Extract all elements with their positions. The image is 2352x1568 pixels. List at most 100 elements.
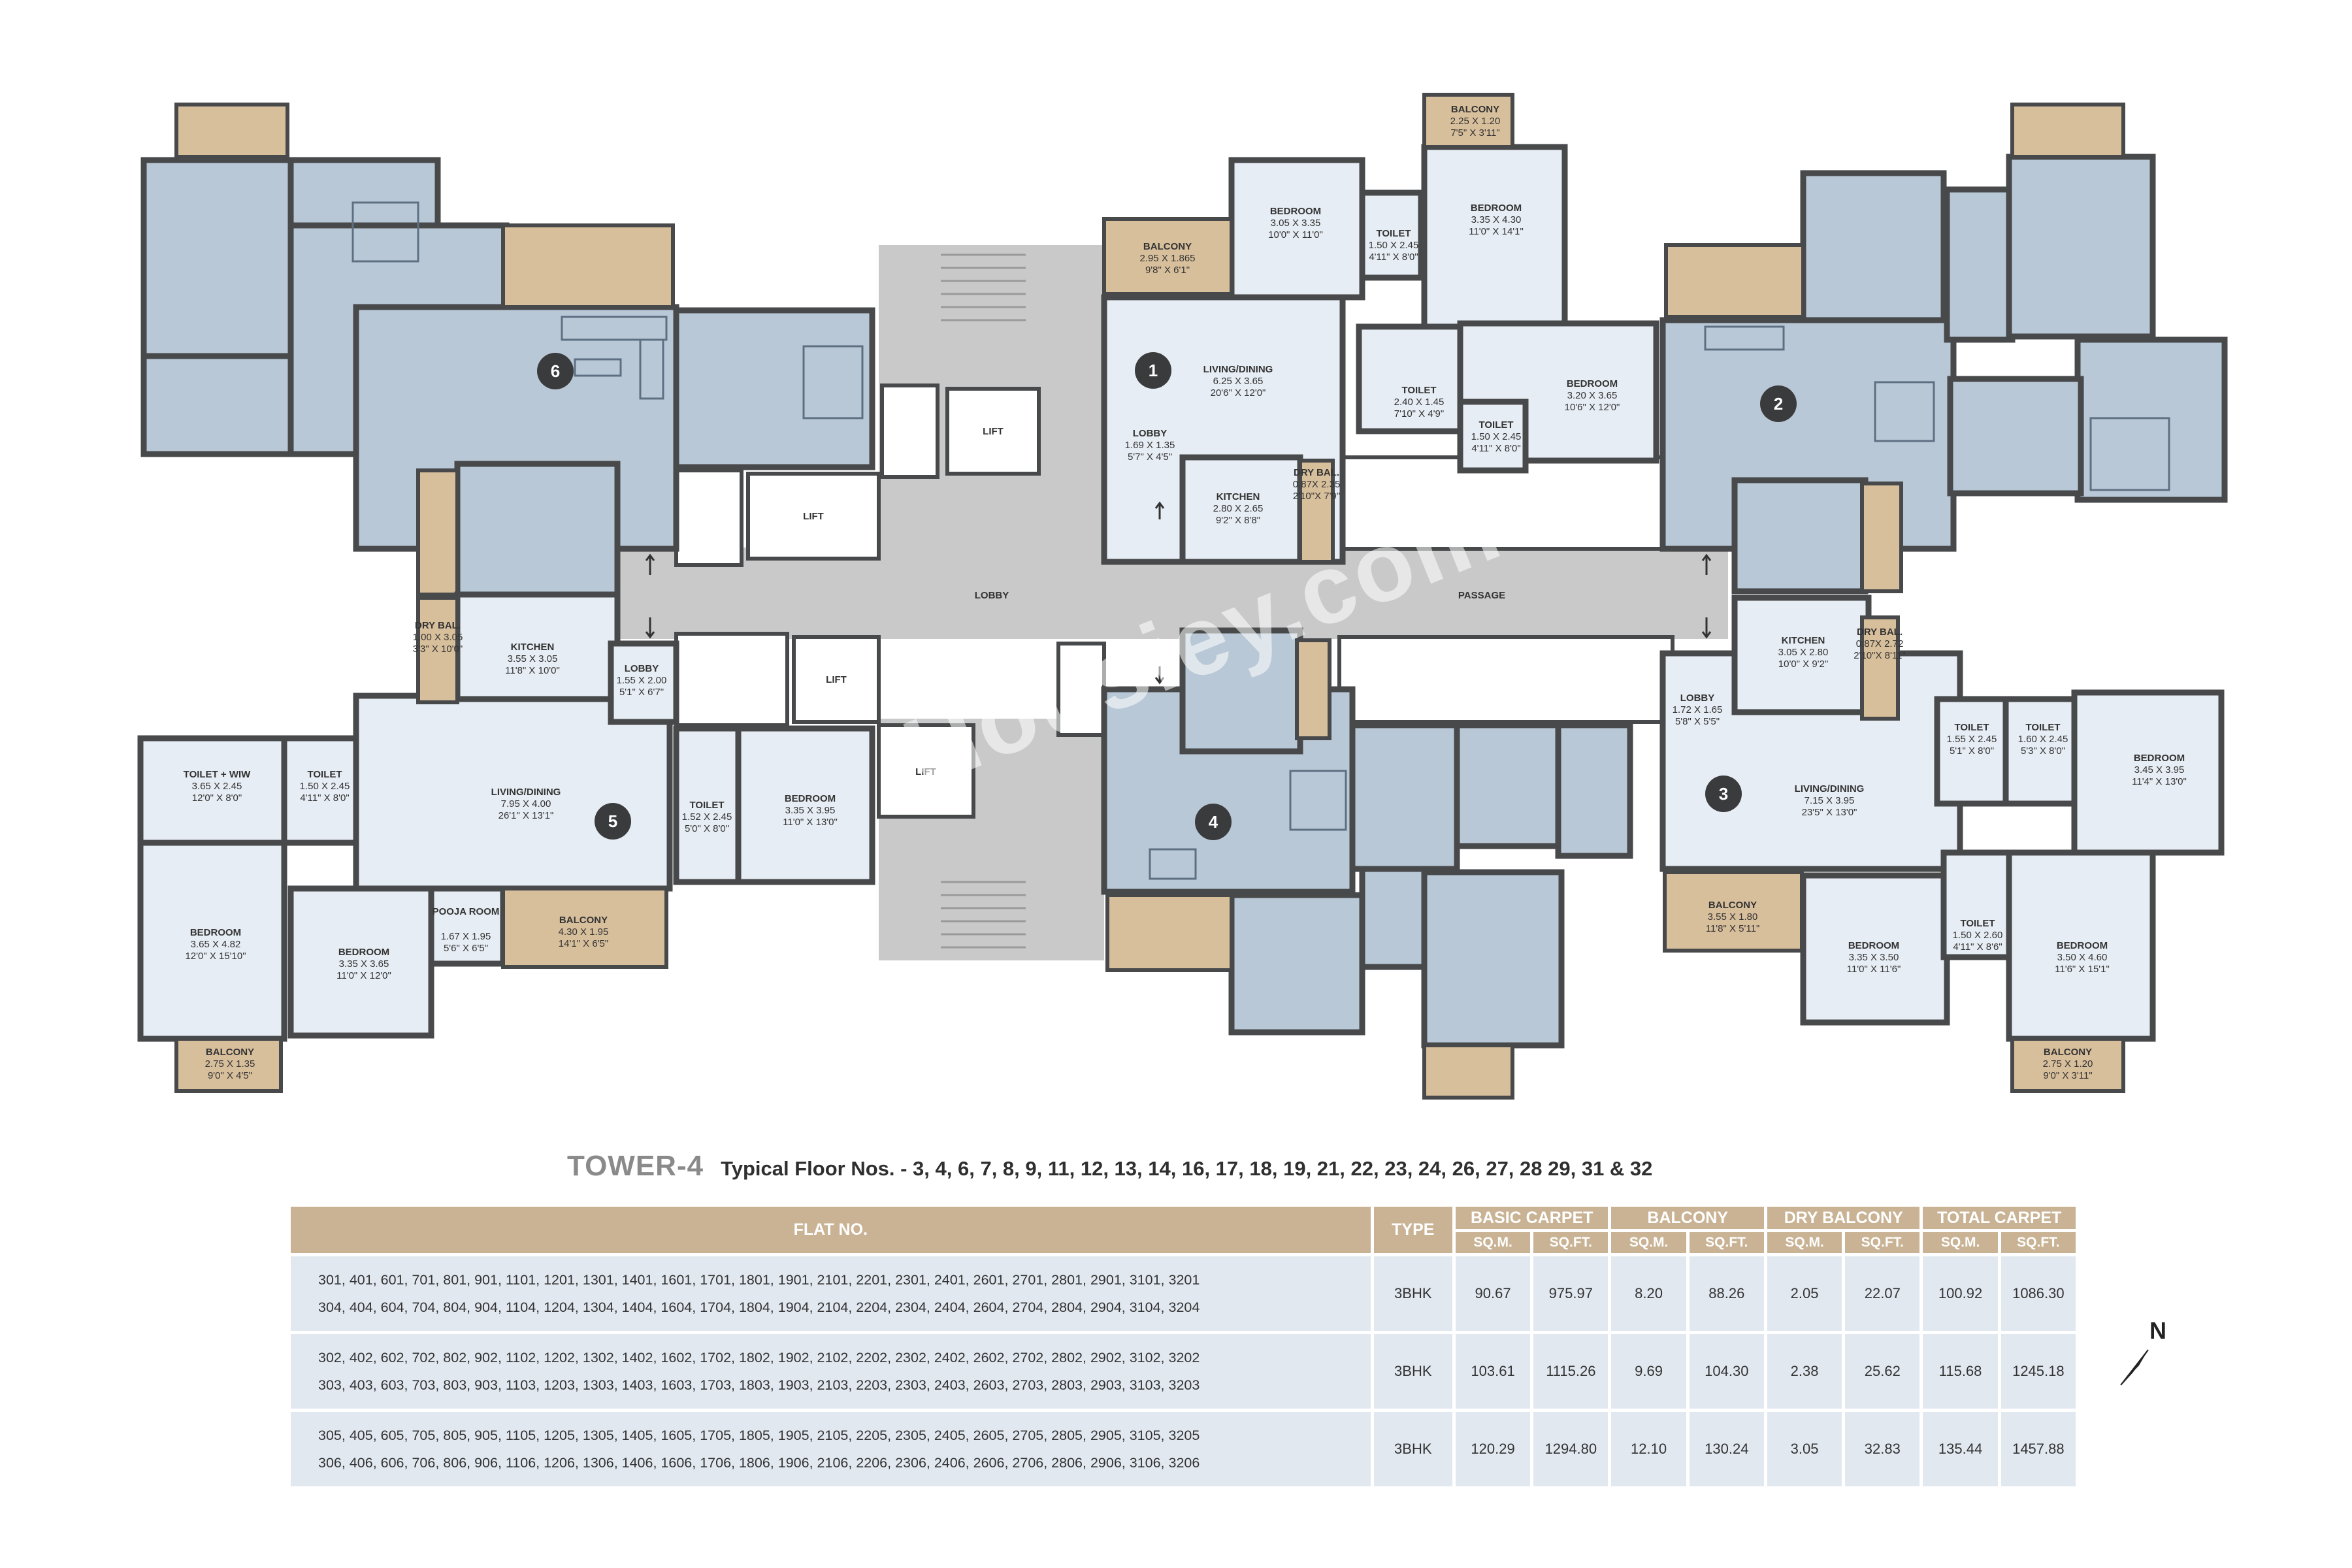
dry-balcony-sqm-cell: 2.38 bbox=[1767, 1334, 1842, 1409]
total-sqft-cell: 1245.18 bbox=[2001, 1334, 2076, 1409]
unit-4-badge bbox=[1195, 804, 1232, 840]
svg-text:3.50 X 4.60: 3.50 X 4.60 bbox=[2057, 952, 2108, 963]
svg-text:1.72 X 1.65: 1.72 X 1.65 bbox=[1673, 704, 1723, 715]
svg-text:7.15 X 3.95: 7.15 X 3.95 bbox=[1805, 795, 1855, 806]
svg-text:TOILET: TOILET bbox=[1954, 722, 1989, 733]
svg-text:LOBBY: LOBBY bbox=[1680, 693, 1715, 704]
unit-4 bbox=[1101, 627, 1633, 1100]
balcony-sqft-cell: 130.24 bbox=[1689, 1412, 1764, 1486]
unit-6-badge bbox=[537, 353, 574, 389]
svg-text:TOILET: TOILET bbox=[1376, 228, 1411, 239]
basic-sqft-cell: 1294.80 bbox=[1533, 1412, 1609, 1486]
svg-text:9'0" X 4'5": 9'0" X 4'5" bbox=[208, 1070, 252, 1081]
svg-text:7.95 X 4.00: 7.95 X 4.00 bbox=[501, 798, 551, 809]
svg-text:3.35 X 4.30: 3.35 X 4.30 bbox=[1471, 214, 1522, 225]
svg-text:9'8" X 6'1": 9'8" X 6'1" bbox=[1145, 265, 1190, 276]
unit-2 bbox=[1659, 103, 2228, 595]
staircase-bottom bbox=[941, 881, 1026, 949]
basic-sqft-cell: 975.97 bbox=[1533, 1256, 1609, 1331]
unit-1 bbox=[1101, 93, 1659, 565]
subheader-sqm: SQ.M. bbox=[1611, 1232, 1686, 1253]
svg-text:11'0" X 13'0": 11'0" X 13'0" bbox=[783, 817, 838, 828]
unit-1-room-labels: BEDROOM 3.05 X 3.35 10'0" X 11'0" BALCON… bbox=[1125, 104, 1620, 526]
svg-text:23'5" X 13'0": 23'5" X 13'0" bbox=[1802, 807, 1857, 818]
area-statement-table: FLAT NO. TYPE BASIC CARPET BALCONY DRY B… bbox=[287, 1203, 2079, 1490]
svg-text:1.55 X 2.00: 1.55 X 2.00 bbox=[617, 675, 667, 686]
subheader-sqft: SQ.FT. bbox=[1689, 1232, 1764, 1253]
svg-text:1.67 X 1.95: 1.67 X 1.95 bbox=[441, 931, 491, 942]
svg-text:4'11" X 8'0": 4'11" X 8'0" bbox=[1369, 252, 1418, 263]
svg-text:LOBBY: LOBBY bbox=[625, 663, 659, 674]
svg-text:2.25 X 1.20: 2.25 X 1.20 bbox=[1450, 116, 1501, 127]
lift-4-label: LIFT bbox=[915, 766, 936, 777]
header-dry-balcony: DRY BALCONY bbox=[1767, 1207, 1920, 1229]
floor-numbers: Typical Floor Nos. - 3, 4, 6, 7, 8, 9, 1… bbox=[721, 1157, 1653, 1180]
svg-text:11'8" X 10'0": 11'8" X 10'0" bbox=[505, 665, 560, 676]
lift-shaft bbox=[674, 468, 743, 567]
svg-text:1.52 X 2.45: 1.52 X 2.45 bbox=[682, 811, 732, 823]
svg-text:DRY BAL.: DRY BAL. bbox=[415, 620, 461, 631]
svg-text:12'0" X 15'10": 12'0" X 15'10" bbox=[185, 951, 246, 962]
svg-text:5'7" X 4'5": 5'7" X 4'5" bbox=[1128, 451, 1172, 463]
header-total-carpet: TOTAL CARPET bbox=[1923, 1207, 2076, 1229]
svg-text:BALCONY: BALCONY bbox=[2044, 1047, 2092, 1058]
lift-1-label: LIFT bbox=[983, 426, 1004, 437]
table-row: 305, 405, 605, 705, 805, 905, 1105, 1205… bbox=[291, 1412, 2076, 1486]
flat-numbers-line: 303, 403, 603, 703, 803, 903, 1103, 1203… bbox=[318, 1377, 1200, 1393]
type-cell: 3BHK bbox=[1373, 1334, 1452, 1409]
svg-text:3.35 X 3.65: 3.35 X 3.65 bbox=[339, 958, 389, 970]
svg-text:1.55 X 2.45: 1.55 X 2.45 bbox=[1947, 734, 1997, 745]
unit-3 bbox=[1659, 595, 2225, 1093]
svg-text:1.50 X 2.60: 1.50 X 2.60 bbox=[1953, 930, 2003, 941]
svg-text:TOILET: TOILET bbox=[689, 800, 724, 811]
unit-5-badge bbox=[595, 803, 631, 840]
svg-text:5'6" X 6'5": 5'6" X 6'5" bbox=[444, 943, 488, 954]
total-sqm-cell: 135.44 bbox=[1923, 1412, 1998, 1486]
svg-text:2.75 X 1.20: 2.75 X 1.20 bbox=[2043, 1058, 2093, 1070]
lift-3 bbox=[792, 635, 881, 724]
svg-text:BALCONY: BALCONY bbox=[1451, 104, 1499, 115]
svg-text:4.30 X 1.95: 4.30 X 1.95 bbox=[559, 926, 609, 938]
svg-text:DRY BAL.: DRY BAL. bbox=[1294, 467, 1339, 478]
basic-sqm-cell: 103.61 bbox=[1455, 1334, 1531, 1409]
lift-3-label: LIFT bbox=[826, 674, 847, 685]
balcony-sqm-cell: 8.20 bbox=[1611, 1256, 1686, 1331]
unit-1-number: 1 bbox=[1149, 361, 1158, 380]
svg-text:1.50 X 2.45: 1.50 X 2.45 bbox=[1471, 431, 1522, 442]
svg-text:LIVING/DINING: LIVING/DINING bbox=[1203, 364, 1273, 375]
svg-text:BEDROOM: BEDROOM bbox=[1567, 378, 1618, 389]
subheader-sqm: SQ.M. bbox=[1923, 1232, 1998, 1253]
svg-text:2'10"X 7'9": 2'10"X 7'9" bbox=[1293, 491, 1340, 502]
balcony-sqft-cell: 104.30 bbox=[1689, 1334, 1764, 1409]
svg-text:10'0" X 9'2": 10'0" X 9'2" bbox=[1778, 659, 1828, 670]
svg-text:3.55 X 1.80: 3.55 X 1.80 bbox=[1708, 911, 1758, 923]
svg-text:1.50 X 2.45: 1.50 X 2.45 bbox=[1369, 240, 1419, 251]
basic-sqm-cell: 120.29 bbox=[1455, 1412, 1531, 1486]
svg-text:1.50 X 2.45: 1.50 X 2.45 bbox=[300, 781, 350, 792]
lift-4 bbox=[877, 723, 975, 819]
table-subheader-row: SQ.M. SQ.FT. SQ.M. SQ.FT. SQ.M. SQ.FT. S… bbox=[291, 1232, 2076, 1253]
svg-text:3'3" X 10'0": 3'3" X 10'0" bbox=[413, 644, 463, 655]
svg-text:5'1" X 6'7": 5'1" X 6'7" bbox=[619, 687, 664, 698]
lobby-label: LOBBY bbox=[975, 590, 1009, 601]
dry-balcony-sqft-cell: 22.07 bbox=[1845, 1256, 1920, 1331]
svg-text:11'4" X 13'0": 11'4" X 13'0" bbox=[2132, 776, 2187, 787]
svg-text:2.80 X 2.65: 2.80 X 2.65 bbox=[1213, 503, 1264, 514]
svg-text:BALCONY: BALCONY bbox=[559, 915, 608, 926]
svg-text:TOILET: TOILET bbox=[2025, 722, 2060, 733]
svg-text:DRY BAL.: DRY BAL. bbox=[1857, 627, 1903, 638]
svg-text:10'0" X 11'0": 10'0" X 11'0" bbox=[1268, 229, 1323, 240]
svg-text:1.60 X 2.45: 1.60 X 2.45 bbox=[2018, 734, 2068, 745]
unit-5-number: 5 bbox=[608, 811, 617, 831]
flat-numbers-line: 304, 404, 604, 704, 804, 904, 1104, 1204… bbox=[318, 1299, 1200, 1315]
flat-numbers-cell: 305, 405, 605, 705, 805, 905, 1105, 1205… bbox=[291, 1412, 1371, 1486]
tower-title: TOWER-4 bbox=[567, 1150, 704, 1182]
subheader-sqft: SQ.FT. bbox=[1845, 1232, 1920, 1253]
svg-text:7'5" X 3'11": 7'5" X 3'11" bbox=[1450, 127, 1499, 139]
svg-text:2.75 X 1.35: 2.75 X 1.35 bbox=[205, 1058, 255, 1070]
table-row: 301, 401, 601, 701, 801, 901, 1101, 1201… bbox=[291, 1256, 2076, 1331]
dry-balcony-sqft-cell: 25.62 bbox=[1845, 1334, 1920, 1409]
type-cell: 3BHK bbox=[1373, 1412, 1452, 1486]
svg-text:BALCONY: BALCONY bbox=[1143, 241, 1192, 252]
unit-3-badge bbox=[1705, 776, 1742, 812]
